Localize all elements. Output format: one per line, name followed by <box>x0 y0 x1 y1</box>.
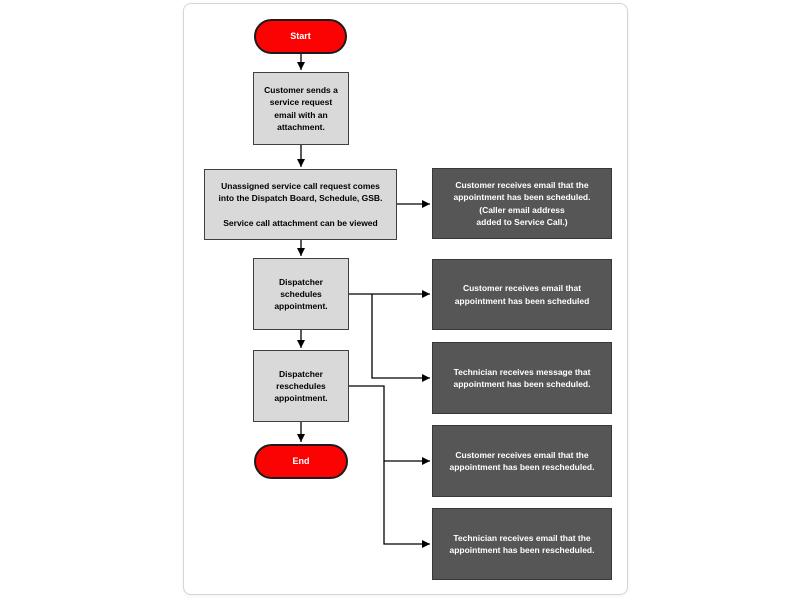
output-technician-email-rescheduled: Technician receives email that the appoi… <box>432 508 612 580</box>
node-label: Dispatcher reschedules appointment. <box>274 368 328 404</box>
node-label: End <box>292 456 310 467</box>
node-label: Start <box>290 31 311 42</box>
process-dispatcher-schedules: Dispatcher schedules appointment. <box>253 258 349 330</box>
node-label: Customer receives email that the appoint… <box>453 180 591 227</box>
end-terminator: End <box>254 444 348 479</box>
process-customer-sends-email: Customer sends a service request email w… <box>253 72 349 145</box>
node-label: Customer receives email that appointment… <box>454 283 590 306</box>
output-customer-email-rescheduled: Customer receives email that the appoint… <box>432 425 612 497</box>
output-customer-email-scheduled: Customer receives email that appointment… <box>432 259 612 330</box>
process-dispatcher-reschedules: Dispatcher reschedules appointment. <box>253 350 349 422</box>
output-technician-message-scheduled: Technician receives message that appoint… <box>432 342 612 414</box>
process-unassigned-service-call: Unassigned service call request comes in… <box>204 169 397 240</box>
node-label: Technician receives email that the appoi… <box>449 532 595 555</box>
node-label: Customer sends a service request email w… <box>264 85 338 132</box>
node-label: Unassigned service call request comes in… <box>218 181 383 228</box>
start-terminator: Start <box>254 19 347 54</box>
node-label: Technician receives message that appoint… <box>453 366 591 389</box>
node-label: Dispatcher schedules appointment. <box>274 276 328 312</box>
output-customer-scheduled-caller-email: Customer receives email that the appoint… <box>432 168 612 239</box>
node-label: Customer receives email that the appoint… <box>449 449 595 472</box>
